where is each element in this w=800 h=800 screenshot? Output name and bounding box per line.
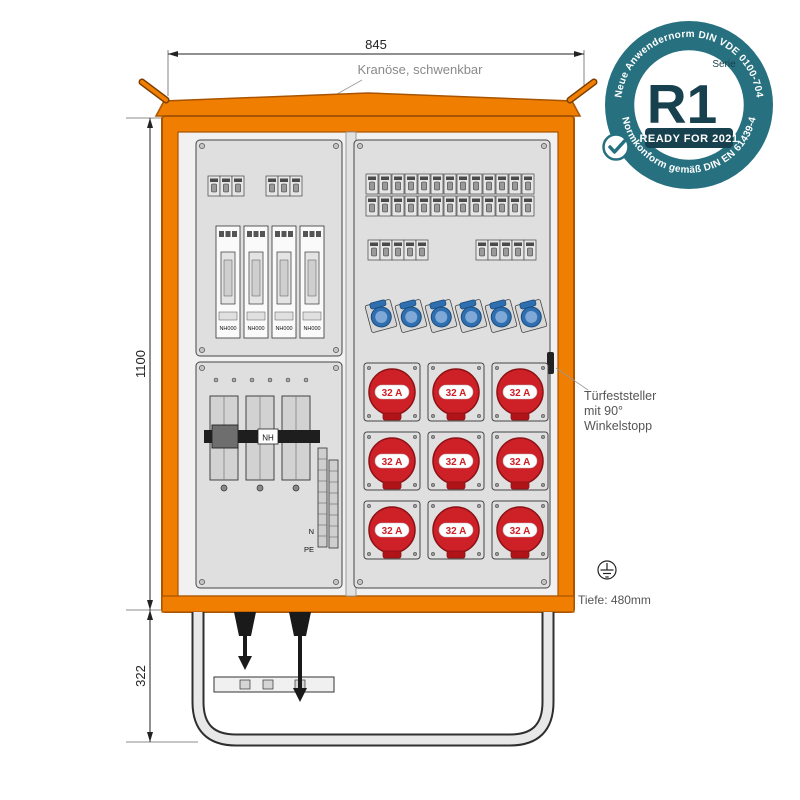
dim-width-label: 845 bbox=[365, 37, 387, 52]
cable-entry-left bbox=[234, 612, 256, 670]
right-mcb-row-1 bbox=[365, 173, 535, 195]
left-mcb-group-1 bbox=[207, 175, 245, 197]
left-panel-lower: NH N PE bbox=[195, 361, 343, 589]
right-panel bbox=[353, 139, 554, 589]
crane-eye-right bbox=[566, 78, 598, 104]
cable-arrow-down bbox=[238, 656, 252, 670]
stand-frame bbox=[191, 612, 555, 747]
earth-symbol bbox=[597, 560, 617, 580]
switch-handle-grip bbox=[211, 424, 239, 449]
terminal-screw-row bbox=[213, 377, 309, 383]
dim-stand-label: 322 bbox=[133, 665, 148, 687]
left-mcb-group-2 bbox=[265, 175, 303, 197]
dim-height-label: 1100 bbox=[133, 350, 148, 378]
cabinet-roof bbox=[154, 92, 582, 117]
cable-arrow-down bbox=[293, 688, 307, 702]
crane-eye-label: Kranöse, schwenkbar bbox=[357, 62, 483, 77]
cable-clamp-rail bbox=[213, 676, 335, 693]
crane-eye-left bbox=[138, 78, 170, 104]
cable-entry-right bbox=[289, 612, 311, 702]
cee-32a-socket-grid bbox=[363, 362, 549, 560]
door-stop-line3: Winkelstopp bbox=[584, 419, 652, 433]
cabinet-base-rail bbox=[161, 595, 575, 613]
left-panel-upper bbox=[195, 139, 343, 357]
pe-label: PE bbox=[304, 545, 314, 554]
badge-series-code: R1 bbox=[647, 73, 717, 135]
nh-switch-label: NH bbox=[262, 434, 274, 443]
door-stop-line2: mit 90° bbox=[584, 404, 623, 418]
door-stop-line1: Türfeststeller bbox=[584, 389, 656, 403]
badge-ready-band bbox=[645, 128, 733, 148]
door-handle bbox=[547, 352, 554, 374]
dimension-lines bbox=[126, 50, 585, 743]
r1-badge: Neue Anwendernorm DIN VDE 0100-704 Normk… bbox=[602, 21, 773, 189]
main-switch: NH bbox=[204, 395, 320, 492]
cabinet: NH N PE bbox=[138, 78, 598, 613]
badge-check-icon bbox=[602, 133, 630, 161]
n-pe-terminals: N PE bbox=[304, 447, 339, 554]
badge-ready-label: READY FOR 2021 bbox=[639, 133, 738, 145]
badge-series-label: Serie bbox=[712, 59, 736, 70]
right-mcb-row-2 bbox=[365, 195, 535, 217]
door-stop-note: Türfeststeller mit 90° Winkelstopp bbox=[584, 389, 656, 433]
depth-note: Tiefe: 480mm bbox=[578, 593, 651, 607]
door-stop-leader-line bbox=[555, 367, 589, 391]
neutral-label: N bbox=[309, 527, 314, 536]
